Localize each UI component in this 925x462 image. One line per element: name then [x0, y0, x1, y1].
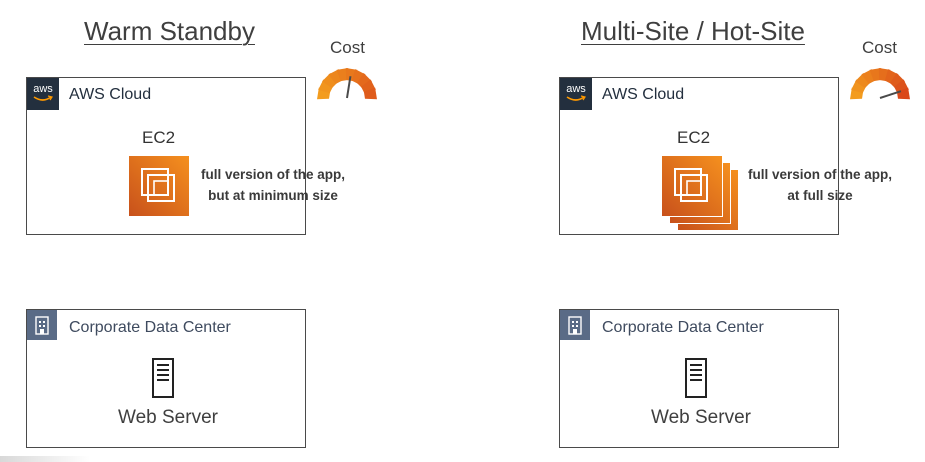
- gauge-segment: [363, 87, 377, 100]
- gauge-needle: [346, 76, 352, 99]
- gauge-segment: [317, 87, 331, 100]
- aws-logo-icon: aws: [560, 78, 592, 110]
- corporate-data-center-box: Corporate Data Center Web Server: [26, 309, 306, 448]
- cost-gauge-icon: [850, 68, 910, 100]
- aws-cloud-box: aws AWS Cloud EC2 full version of the ap…: [559, 77, 892, 235]
- cost-label: Cost: [330, 38, 365, 57]
- gauge-segment: [356, 73, 372, 89]
- gauge-segment: [855, 73, 871, 89]
- ec2-description: full version of the app, at full size: [748, 167, 893, 203]
- aws-cloud-title: AWS Cloud: [69, 86, 152, 103]
- panel-title: Multi-Site / Hot-Site: [581, 16, 805, 46]
- cost-gauge-icon: [317, 68, 377, 100]
- web-server-label: Web Server: [118, 407, 218, 428]
- gauge-segment: [884, 69, 899, 84]
- gauge-segment: [851, 79, 866, 94]
- cost-label: Cost: [862, 38, 897, 57]
- aws-logo-icon: aws: [27, 78, 59, 110]
- aws-cloud-title: AWS Cloud: [602, 86, 685, 103]
- building-icon: [560, 310, 590, 340]
- gauge-segment: [345, 68, 358, 82]
- corporate-data-center-box: Corporate Data Center Web Server: [559, 309, 839, 448]
- panel-title: Warm Standby: [84, 16, 255, 46]
- web-server-icon: [152, 358, 174, 398]
- building-icon: [27, 310, 57, 340]
- ec2-label: EC2: [142, 128, 176, 147]
- gauge-segment: [850, 87, 864, 100]
- gauge-segment: [351, 69, 366, 84]
- data-center-title: Corporate Data Center: [69, 319, 231, 336]
- gauge-segment: [318, 79, 333, 94]
- web-server-icon: [685, 358, 707, 398]
- data-center-title: Corporate Data Center: [602, 319, 764, 336]
- ec2-instance-icon: [129, 156, 189, 216]
- ec2-instance-icon: [662, 156, 722, 216]
- gauge-segment: [896, 87, 910, 100]
- gauge-segment: [889, 73, 905, 89]
- ec2-label: EC2: [677, 128, 711, 147]
- gauge-segment: [869, 68, 882, 82]
- aws-cloud-box: aws AWS Cloud EC2 full version of the ap…: [26, 77, 345, 235]
- ec2-description: full version of the app, but at minimum …: [201, 167, 346, 203]
- web-server-label: Web Server: [651, 407, 751, 428]
- gauge-needle: [879, 90, 902, 99]
- slide-edge-shadow: [0, 456, 90, 462]
- gauge-segment: [336, 68, 349, 82]
- gauge-segment: [322, 73, 338, 89]
- gauge-segment: [878, 68, 891, 82]
